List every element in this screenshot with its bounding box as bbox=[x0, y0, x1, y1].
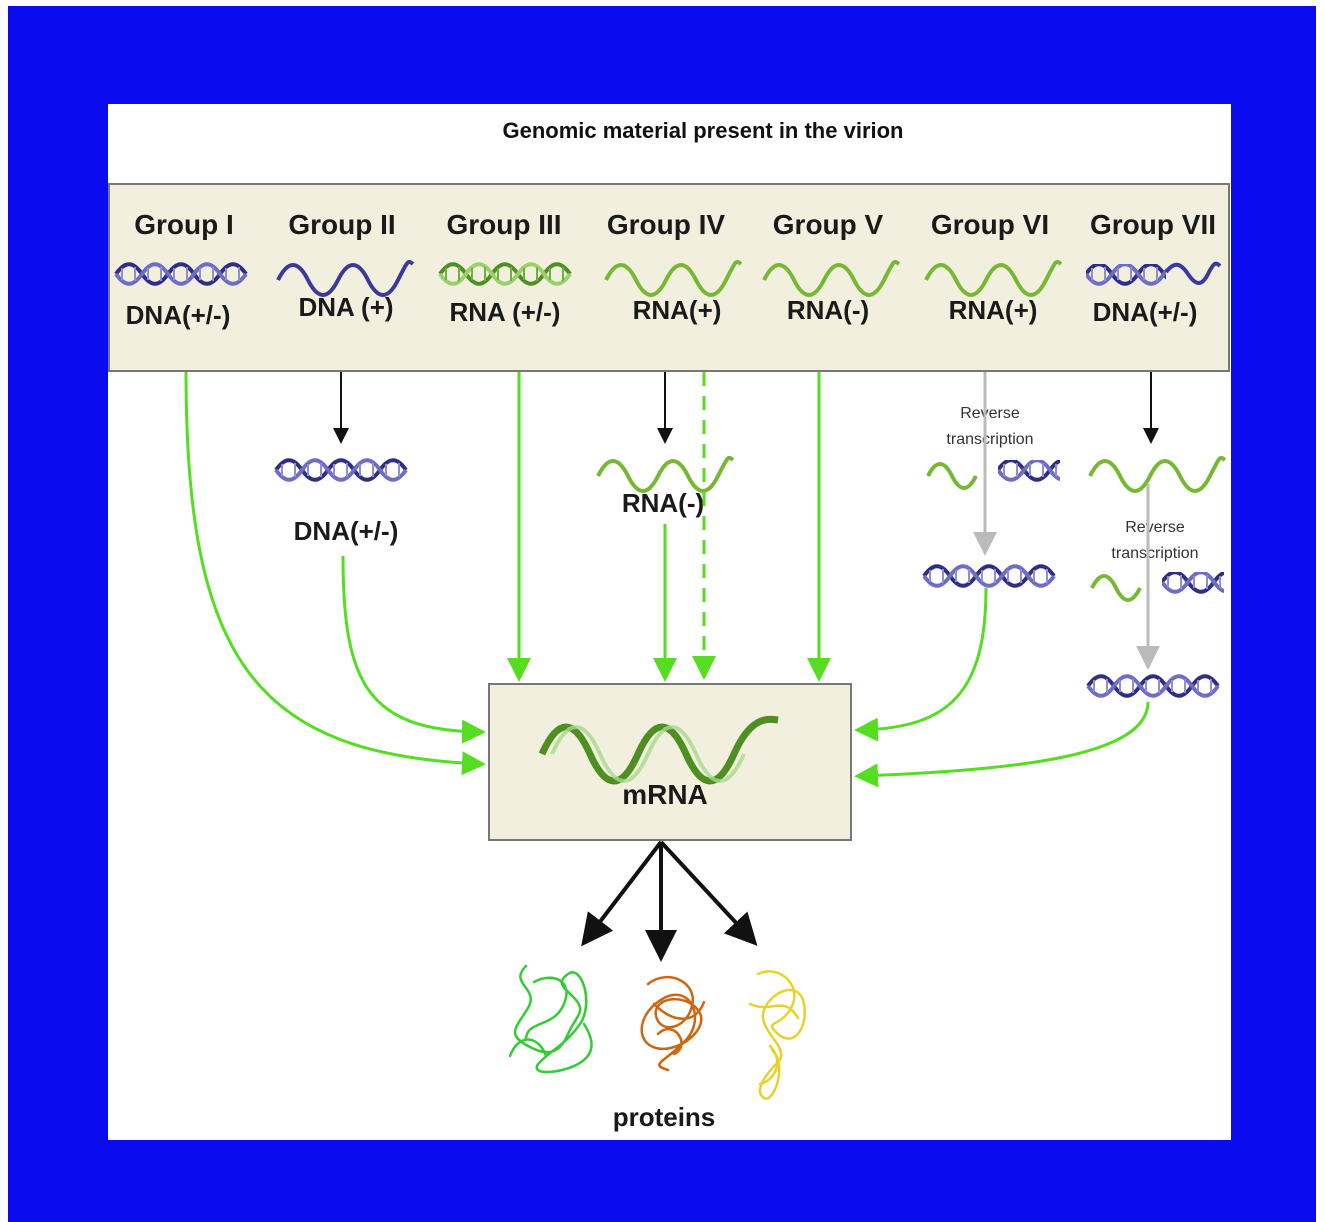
group6-rt-label-line2: transcription bbox=[946, 431, 1033, 448]
group4-intermediate-label: RNA(-) bbox=[622, 488, 704, 518]
protein-green bbox=[508, 964, 593, 1074]
group-5-genome: RNA(-) bbox=[787, 295, 869, 325]
group-2-genome: DNA (+) bbox=[298, 292, 393, 322]
group7-hybrid-icon bbox=[1162, 572, 1224, 594]
group6-rt-label-line1: Reverse bbox=[960, 405, 1020, 422]
diagram-title: Genomic material present in the virion bbox=[502, 118, 904, 143]
group-6-title: Group VI bbox=[931, 209, 1049, 240]
group-7-title: Group VII bbox=[1090, 209, 1216, 240]
group-6-genome: RNA(+) bbox=[949, 295, 1038, 325]
ssrna-minus-icon-group4-intermediate bbox=[596, 455, 735, 493]
group7-rt-label-line2: transcription bbox=[1111, 545, 1198, 562]
diagram-panel: Genomic material present in the virion bbox=[108, 104, 1231, 1140]
ssrna-icon-group7-intermediate bbox=[1088, 455, 1227, 493]
baltimore-diagram: Group I Group II Group III Group IV Grou… bbox=[108, 183, 1230, 1132]
group-3-genome: RNA (+/-) bbox=[450, 297, 561, 327]
protein-yellow bbox=[748, 970, 806, 1100]
group-4-title: Group IV bbox=[607, 209, 726, 240]
group-7-genome: DNA(+/-) bbox=[1093, 297, 1198, 327]
arrow-mrna-to-protein1 bbox=[581, 840, 663, 947]
group-5-title: Group V bbox=[773, 209, 884, 240]
group2-intermediate-label: DNA(+/-) bbox=[294, 516, 399, 546]
group7-rt-label-line1: Reverse bbox=[1125, 519, 1185, 536]
proteins-label: proteins bbox=[613, 1102, 716, 1132]
group7-rna-strand-icon bbox=[1090, 574, 1142, 602]
gapped-dsdna-icon-group7 bbox=[1086, 261, 1222, 286]
arrow-mrna-to-protein3 bbox=[659, 840, 758, 946]
mrna-label: mRNA bbox=[622, 779, 708, 810]
mrna-strand-icon bbox=[538, 715, 779, 785]
arrow-group1-to-mrna bbox=[184, 371, 486, 776]
arrow-group7-to-mrna bbox=[854, 701, 1150, 788]
dsdna-icon-group7-intermediate bbox=[1086, 674, 1220, 698]
dsdna-icon-group2-intermediate bbox=[274, 458, 408, 482]
arrow-group2-to-mrna bbox=[341, 555, 486, 744]
mrna-box bbox=[488, 683, 852, 841]
protein-orange bbox=[640, 975, 706, 1072]
group-3-title: Group III bbox=[446, 209, 561, 240]
group-1-genome: DNA(+/-) bbox=[126, 300, 231, 330]
group-4-genome: RNA(+) bbox=[633, 295, 722, 325]
group6-rna-strand-icon bbox=[926, 462, 978, 490]
group-1-title: Group I bbox=[134, 209, 234, 240]
background-frame: Genomic material present in the virion bbox=[8, 6, 1316, 1222]
dsdna-icon-group6-intermediate bbox=[922, 564, 1056, 588]
arrow-group6-to-mrna bbox=[854, 587, 988, 742]
group-2-title: Group II bbox=[288, 209, 395, 240]
